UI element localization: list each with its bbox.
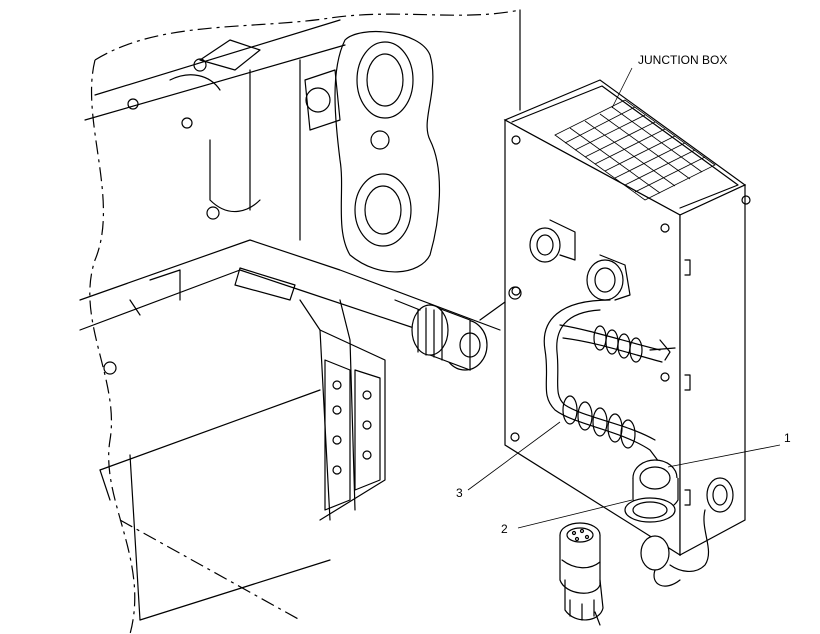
middle-receptacle <box>586 254 631 301</box>
side-receptacle <box>669 477 734 572</box>
cylinder-head <box>304 30 441 273</box>
mating-plug <box>559 522 604 626</box>
callout-2-label: 2 <box>501 522 508 536</box>
callout-3-label: 3 <box>456 486 463 500</box>
upper-receptacle <box>529 219 576 263</box>
callout-leaders <box>467 67 781 529</box>
dust-cap <box>640 535 681 587</box>
grommet-item-2 <box>624 497 676 523</box>
junction-box-vent-grid <box>554 99 716 201</box>
callout-1-label: 1 <box>784 431 791 445</box>
frame-rails <box>79 239 501 621</box>
engine-block-outline <box>84 9 521 634</box>
junction-box-label: JUNCTION BOX <box>638 53 728 67</box>
wiring-harness <box>543 299 676 471</box>
engine-connector-plug <box>394 286 522 371</box>
